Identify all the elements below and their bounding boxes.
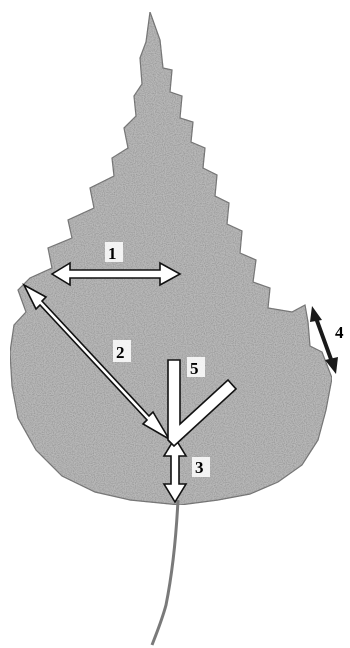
label-1: 1 xyxy=(108,244,117,263)
label-5: 5 xyxy=(190,359,199,378)
label-4: 4 xyxy=(335,323,344,342)
arrow-4-head-top xyxy=(310,306,322,322)
label-3: 3 xyxy=(195,458,204,477)
label-2: 2 xyxy=(116,343,125,362)
petiole xyxy=(152,500,178,645)
